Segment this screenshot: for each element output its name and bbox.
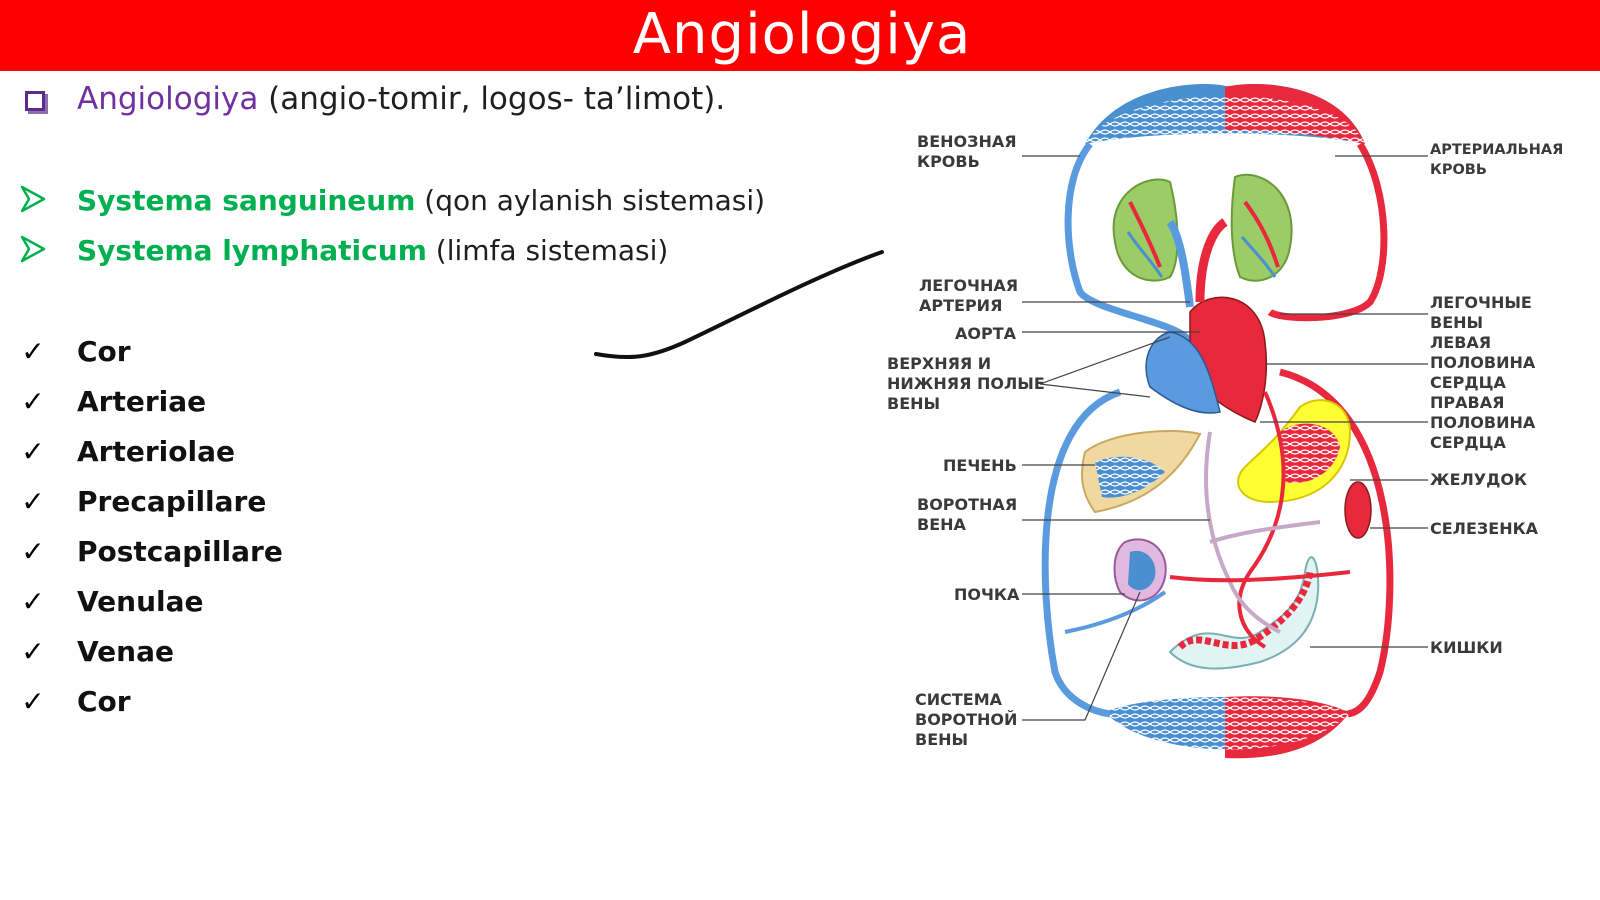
- checklist-label: Venae: [77, 634, 174, 668]
- check-icon: ✓: [21, 484, 45, 518]
- pen-stroke-annotation: [594, 250, 884, 360]
- title-bar: Angiologiya: [0, 0, 1600, 71]
- label-vena-cava: ВЕРХНЯЯ И НИЖНЯЯ ПОЛЫЕ ВЕНЫ: [887, 354, 1045, 413]
- slide-title: Angiologiya: [632, 2, 972, 67]
- intro-text: Angiologiya (angio-tomir, logos- ta’limo…: [77, 81, 725, 117]
- label-kidney: ПОЧКА: [954, 585, 1020, 604]
- system-description: (qon aylanish sistemasi): [415, 184, 766, 217]
- checklist-label: Cor: [77, 684, 131, 718]
- circulatory-diagram: ВЕНОЗНАЯ КРОВЬ АРТЕРИАЛЬНАЯ КРОВЬ ЛЕГОЧН…: [880, 72, 1600, 772]
- label-portal-vein: ВОРОТНАЯ ВЕНА: [917, 495, 1018, 534]
- circulation-illustration: [1022, 83, 1428, 759]
- label-aorta: АОРТА: [955, 324, 1017, 343]
- arrow-bullet-icon: [18, 184, 48, 214]
- arrow-bullet-icon: [18, 234, 48, 264]
- checklist-label: Venulae: [77, 584, 204, 618]
- system-term: Systema lymphaticum: [77, 234, 427, 267]
- checklist-label: Cor: [77, 334, 131, 368]
- system-term: Systema sanguineum: [77, 184, 416, 217]
- square-bullet-icon: [20, 91, 50, 111]
- label-arterial-blood: АРТЕРИАЛЬНАЯ КРОВЬ: [1430, 142, 1564, 178]
- system-text: Systema lymphaticum (limfa sistemasi): [77, 234, 668, 267]
- check-icon: ✓: [21, 584, 45, 618]
- label-pulmonary-veins: ЛЕГОЧНЫЕ ВЕНЫ: [1430, 293, 1532, 332]
- checklist-label: Arteriae: [77, 384, 207, 418]
- checklist-label: Postcapillare: [77, 534, 283, 568]
- label-intestine: КИШКИ: [1430, 638, 1503, 657]
- intro-description: (angio-tomir, logos- ta’limot).: [258, 81, 726, 117]
- system-description: (limfa sistemasi): [426, 234, 669, 267]
- label-pulmonary-artery: ЛЕГОЧНАЯ АРТЕРИЯ: [919, 276, 1019, 315]
- label-stomach: ЖЕЛУДОК: [1430, 470, 1528, 489]
- checklist-label: Arteriolae: [77, 434, 235, 468]
- checklist-label: Precapillare: [77, 484, 267, 518]
- check-icon: ✓: [21, 534, 45, 568]
- intro-term: Angiologiya: [77, 81, 259, 117]
- system-text: Systema sanguineum (qon aylanish sistema…: [77, 184, 765, 217]
- check-icon: ✓: [21, 434, 45, 468]
- label-right-heart: ПРАВАЯ ПОЛОВИНА СЕРДЦА: [1430, 393, 1536, 452]
- label-left-heart: ЛЕВАЯ ПОЛОВИНА СЕРДЦА: [1430, 333, 1536, 392]
- check-icon: ✓: [21, 384, 45, 418]
- check-icon: ✓: [21, 334, 45, 368]
- text-panel: Angiologiya (angio-tomir, logos- ta’limo…: [18, 81, 765, 718]
- label-spleen: СЕЛЕЗЕНКА: [1430, 519, 1539, 538]
- check-icon: ✓: [21, 634, 45, 668]
- label-liver: ПЕЧЕНЬ: [943, 456, 1017, 475]
- label-venous-blood: ВЕНОЗНАЯ КРОВЬ: [917, 132, 1017, 171]
- label-portal-system: СИСТЕМА ВОРОТНОЙ ВЕНЫ: [915, 690, 1018, 749]
- check-icon: ✓: [21, 684, 45, 718]
